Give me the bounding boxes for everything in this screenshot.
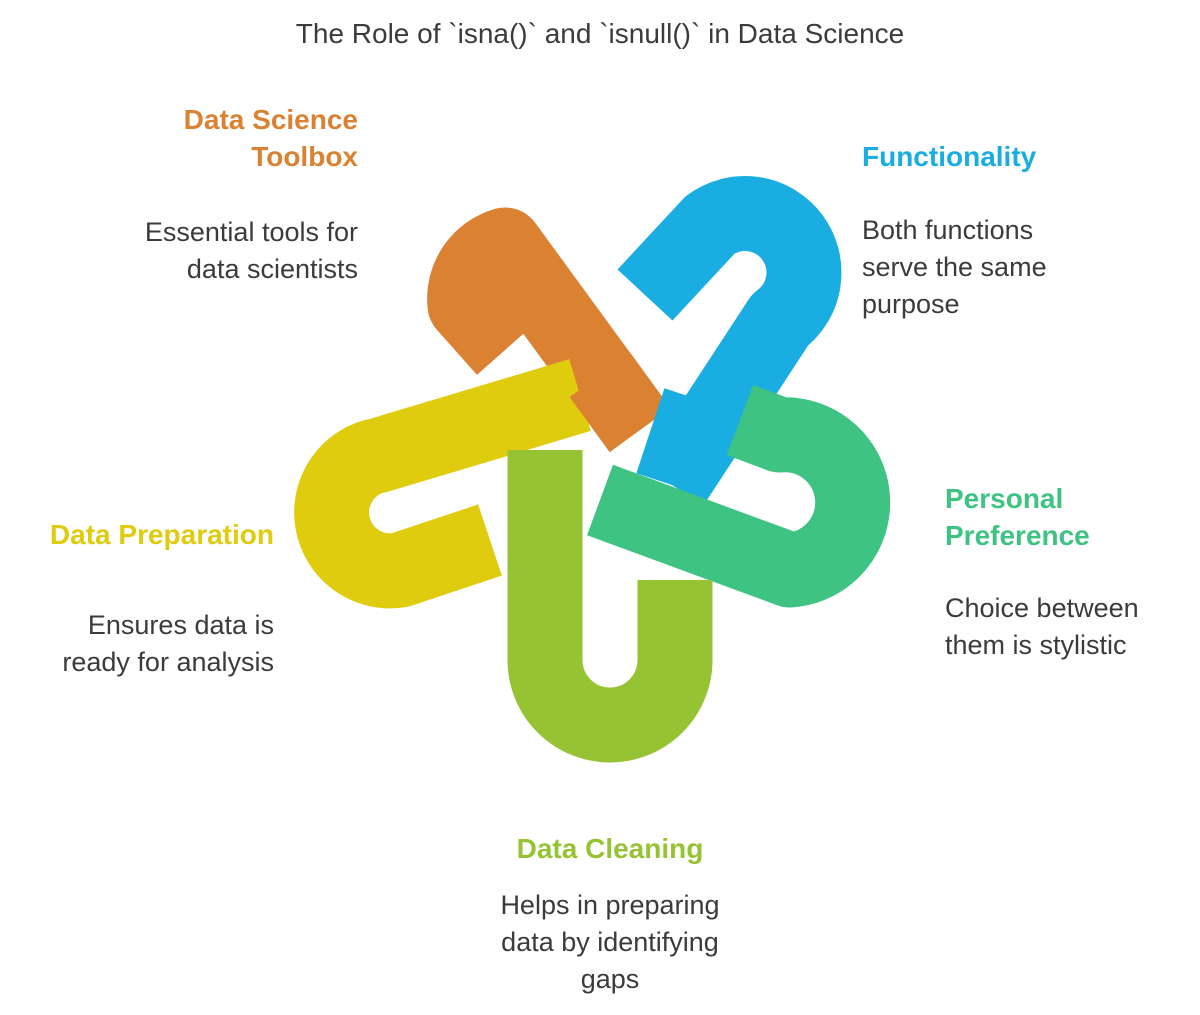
knot-segment-functionality bbox=[617, 176, 842, 506]
toolbox-heading-line1: Data Science bbox=[183, 104, 358, 135]
knot-segment-preparation bbox=[294, 359, 591, 609]
cleaning-block: Data Cleaning Helps in preparing data by… bbox=[410, 830, 810, 998]
diagram-title: The Role of `isna()` and `isnull()` in D… bbox=[295, 18, 905, 49]
cleaning-desc-line3: gaps bbox=[580, 964, 640, 994]
preference-heading-line2: Preference bbox=[945, 520, 1090, 551]
toolbox-desc-line1: Essential tools for bbox=[144, 217, 358, 247]
toolbox-block: Data Science Toolbox Essential tools for… bbox=[60, 101, 358, 288]
cleaning-desc-line2: data by identifying bbox=[501, 927, 719, 957]
functionality-heading: Functionality bbox=[862, 141, 1037, 172]
functionality-desc-line3: purpose bbox=[862, 289, 960, 319]
cleaning-description: Helps in preparing data by identifying g… bbox=[410, 887, 810, 998]
knot-segment-toolbox bbox=[427, 207, 671, 453]
knot-overlap-orange bbox=[569, 352, 671, 453]
functionality-desc-line1: Both functions bbox=[862, 215, 1034, 245]
cleaning-desc-line1: Helps in preparing bbox=[500, 890, 720, 920]
cleaning-heading: Data Cleaning bbox=[516, 833, 704, 864]
knot-overlap-blue bbox=[636, 388, 736, 497]
toolbox-heading-line2: Toolbox bbox=[251, 141, 358, 172]
preparation-desc-line1: Ensures data is bbox=[87, 610, 274, 640]
toolbox-description: Essential tools for data scientists bbox=[60, 214, 358, 288]
preference-heading: Personal Preference bbox=[945, 480, 1185, 554]
preparation-description: Ensures data is ready for analysis bbox=[20, 607, 274, 681]
preference-heading-line1: Personal bbox=[945, 483, 1064, 514]
knot-segment-cleaning bbox=[507, 450, 713, 763]
toolbox-heading: Data Science Toolbox bbox=[60, 101, 358, 175]
preference-block: Personal Preference Choice between them … bbox=[945, 480, 1185, 664]
preference-desc-line2: them is stylistic bbox=[945, 630, 1127, 660]
preference-desc-line1: Choice between bbox=[945, 593, 1139, 623]
functionality-block: Functionality Both functions serve the s… bbox=[862, 138, 1162, 323]
preparation-desc-line2: ready for analysis bbox=[62, 647, 274, 677]
functionality-desc-line2: serve the same bbox=[862, 252, 1047, 282]
knot-segment-preference bbox=[587, 384, 891, 608]
functionality-description: Both functions serve the same purpose bbox=[862, 212, 1162, 323]
preparation-heading: Data Preparation bbox=[49, 519, 274, 550]
preparation-block: Data Preparation Ensures data is ready f… bbox=[20, 516, 274, 681]
toolbox-desc-line2: data scientists bbox=[186, 254, 358, 284]
preference-description: Choice between them is stylistic bbox=[945, 590, 1185, 664]
